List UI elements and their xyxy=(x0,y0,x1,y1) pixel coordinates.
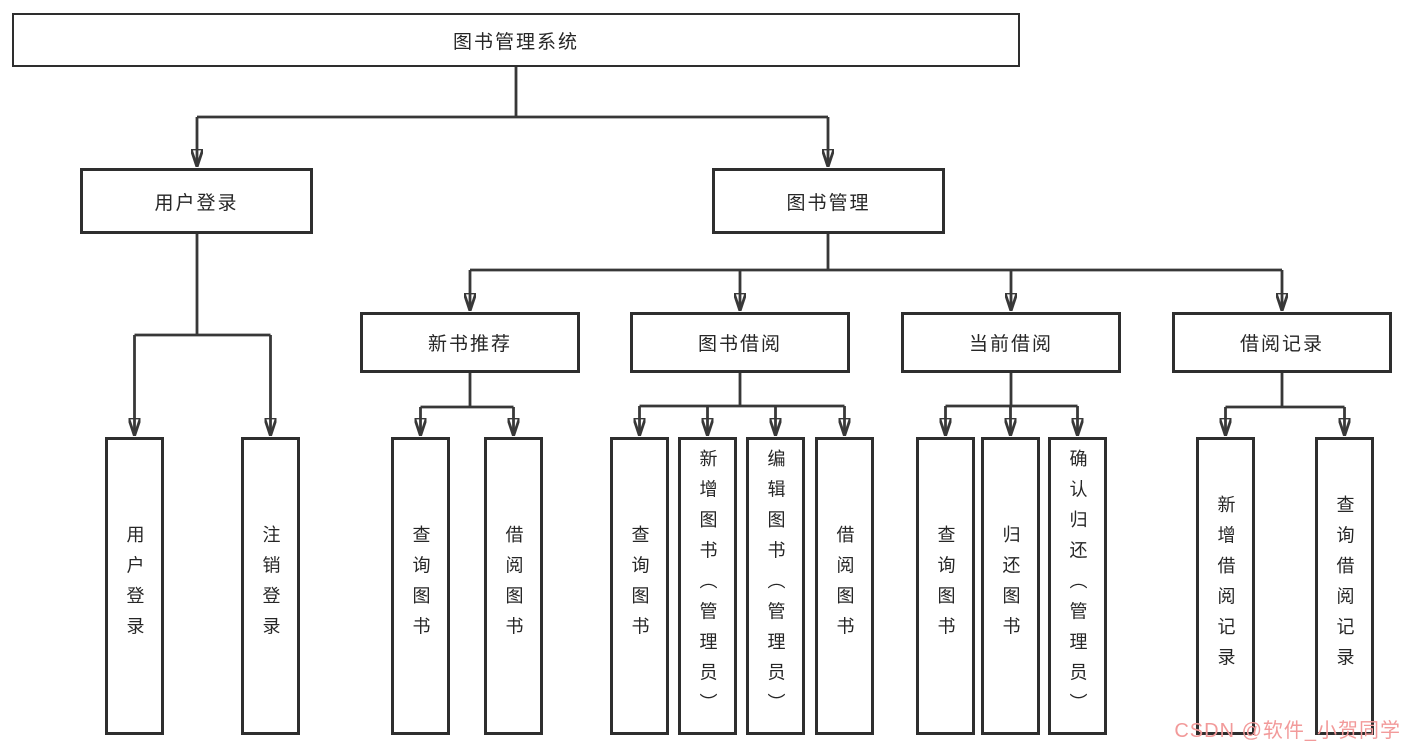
node-borrow-books-leaf-label: 借阅图书 xyxy=(834,525,855,647)
node-borrow-books-leaf: 借阅图书 xyxy=(815,437,874,735)
node-login-leaf: 用户登录 xyxy=(105,437,164,735)
node-search-books-recommend: 查询图书 xyxy=(391,437,450,735)
node-book-management: 图书管理 xyxy=(712,168,945,234)
node-current-borrowing-label: 当前借阅 xyxy=(968,334,1053,355)
node-logout-leaf: 注销登录 xyxy=(241,437,300,735)
node-edit-book-admin: 编辑图书（管理员） xyxy=(746,437,805,735)
node-login-leaf-label: 用户登录 xyxy=(124,525,145,647)
node-confirm-return-admin: 确认归还（管理员） xyxy=(1048,437,1107,735)
node-search-books-borrowing-label: 查询图书 xyxy=(629,525,650,647)
node-logout-leaf-label: 注销登录 xyxy=(260,525,281,647)
node-current-borrowing: 当前借阅 xyxy=(901,312,1121,373)
node-search-books-borrowing: 查询图书 xyxy=(610,437,669,735)
node-confirm-return-admin-label: 确认归还（管理员） xyxy=(1067,448,1088,724)
node-search-books-recommend-label: 查询图书 xyxy=(410,525,431,647)
node-return-books-label: 归还图书 xyxy=(1000,525,1021,647)
node-search-borrow-record: 查询借阅记录 xyxy=(1315,437,1374,735)
node-borrow-records-label: 借阅记录 xyxy=(1239,334,1324,355)
node-borrow-books-recommend-label: 借阅图书 xyxy=(503,525,524,647)
node-system: 图书管理系统 xyxy=(12,13,1020,67)
node-book-borrowing-label: 图书借阅 xyxy=(697,334,782,355)
node-book-management-label: 图书管理 xyxy=(786,192,871,214)
node-book-borrowing: 图书借阅 xyxy=(630,312,850,373)
node-edit-book-admin-label: 编辑图书（管理员） xyxy=(765,448,786,724)
node-borrow-books-recommend: 借阅图书 xyxy=(484,437,543,735)
node-new-book-recommend: 新书推荐 xyxy=(360,312,580,373)
node-add-borrow-record-label: 新增借阅记录 xyxy=(1215,494,1236,678)
node-add-book-admin-label: 新增图书（管理员） xyxy=(697,448,718,724)
node-search-books-current: 查询图书 xyxy=(916,437,975,735)
node-user-login: 用户登录 xyxy=(80,168,313,234)
node-search-borrow-record-label: 查询借阅记录 xyxy=(1334,494,1355,678)
node-add-book-admin: 新增图书（管理员） xyxy=(678,437,737,735)
csdn-watermark: CSDN @软件_小贺同学 xyxy=(1174,720,1401,742)
node-new-book-recommend-label: 新书推荐 xyxy=(427,334,512,355)
node-add-borrow-record: 新增借阅记录 xyxy=(1196,437,1255,735)
node-return-books: 归还图书 xyxy=(981,437,1040,735)
node-borrow-records: 借阅记录 xyxy=(1172,312,1392,373)
node-search-books-current-label: 查询图书 xyxy=(935,525,956,647)
node-user-login-label: 用户登录 xyxy=(154,192,239,214)
node-system-label: 图书管理系统 xyxy=(452,31,579,53)
